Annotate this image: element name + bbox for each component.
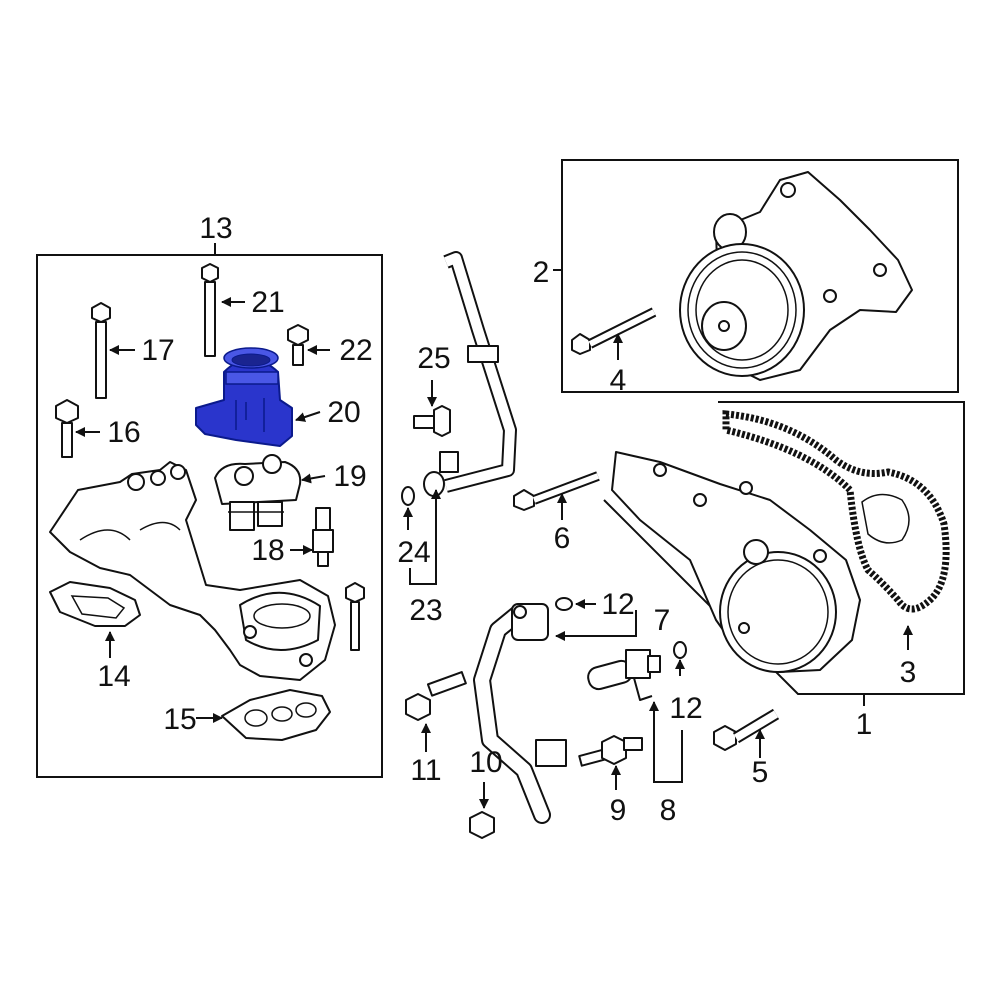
part-25-bolt[interactable] bbox=[413, 405, 451, 437]
label-8: 8 bbox=[660, 794, 677, 827]
label-14: 14 bbox=[97, 660, 130, 693]
label-5: 5 bbox=[752, 756, 769, 789]
label-17: 17 bbox=[141, 334, 174, 367]
label-15: 15 bbox=[163, 703, 196, 736]
part-17-bolt[interactable] bbox=[91, 302, 111, 399]
part-15-gasket[interactable] bbox=[221, 689, 331, 741]
part-2-water-pump[interactable] bbox=[679, 171, 913, 381]
label-9: 9 bbox=[610, 794, 627, 827]
part-23-coolant-tube[interactable] bbox=[423, 251, 517, 497]
part-5-bolt[interactable] bbox=[713, 708, 780, 751]
part-13-water-outlet-manifold bbox=[49, 461, 336, 681]
part-4-bolt[interactable] bbox=[571, 307, 657, 355]
label-16: 16 bbox=[107, 416, 140, 449]
part-6-bolt[interactable] bbox=[513, 471, 600, 511]
label-2: 2 bbox=[533, 256, 550, 289]
part-8-fitting[interactable] bbox=[586, 649, 661, 701]
group-box-13 bbox=[36, 254, 383, 778]
part-12-o-ring-a[interactable] bbox=[555, 597, 573, 611]
label-11: 11 bbox=[410, 754, 441, 787]
part-7-coolant-tube[interactable] bbox=[473, 603, 567, 824]
part-20-thermostat-housing[interactable] bbox=[195, 347, 293, 447]
label-3: 3 bbox=[900, 656, 917, 689]
part-9-fitting[interactable] bbox=[578, 735, 643, 767]
label-13: 13 bbox=[199, 212, 232, 245]
part-21-bolt[interactable] bbox=[201, 263, 219, 357]
label-1: 1 bbox=[856, 708, 873, 741]
part-1-water-pump-assembly[interactable] bbox=[611, 451, 861, 673]
label-22: 22 bbox=[339, 334, 372, 367]
label-18: 18 bbox=[251, 534, 284, 567]
label-23: 23 bbox=[409, 594, 442, 627]
part-10-nut[interactable] bbox=[469, 811, 495, 839]
bracket-8 bbox=[653, 702, 683, 783]
part-24-o-ring[interactable] bbox=[401, 486, 415, 506]
arrow-19 bbox=[301, 473, 326, 484]
label-7: 7 bbox=[654, 604, 671, 637]
bracket-23 bbox=[409, 489, 441, 585]
arrow-20 bbox=[295, 411, 321, 422]
part-14-gasket[interactable] bbox=[49, 581, 141, 627]
label-19: 19 bbox=[333, 460, 366, 493]
label-10: 10 bbox=[469, 746, 502, 779]
label-25: 25 bbox=[417, 342, 450, 375]
group-box-2 bbox=[561, 159, 959, 393]
part-18-sensor[interactable] bbox=[312, 507, 334, 567]
label-20: 20 bbox=[327, 396, 360, 429]
part-12-o-ring-b[interactable] bbox=[673, 641, 687, 659]
label-4: 4 bbox=[610, 364, 627, 397]
part-16-bolt[interactable] bbox=[55, 399, 79, 458]
label-12b: 12 bbox=[669, 692, 702, 725]
part-19-thermostat[interactable] bbox=[214, 454, 302, 531]
label-24: 24 bbox=[397, 536, 430, 569]
part-16-bolt-b bbox=[345, 582, 365, 651]
bracket-7 bbox=[555, 610, 637, 641]
label-12a: 12 bbox=[601, 588, 634, 621]
part-22-bolt[interactable] bbox=[287, 324, 309, 366]
label-6: 6 bbox=[554, 522, 571, 555]
label-21: 21 bbox=[251, 286, 284, 319]
part-11-bolt[interactable] bbox=[405, 671, 467, 721]
part-3-gasket[interactable] bbox=[722, 410, 950, 613]
